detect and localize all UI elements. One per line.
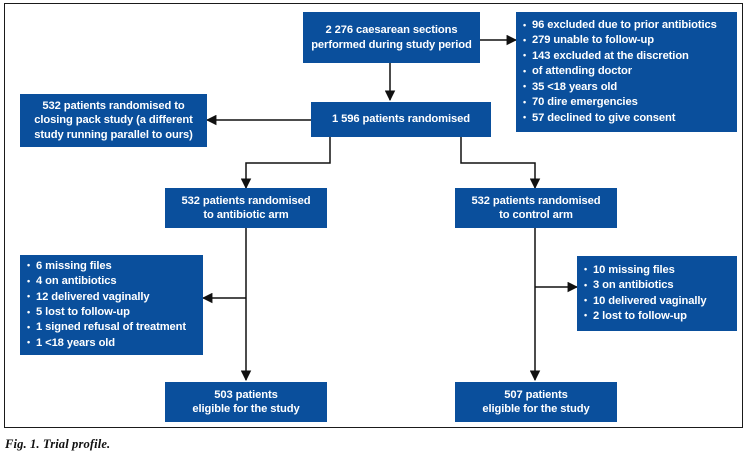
node-control-arm-line2: to control arm	[499, 209, 573, 221]
list-item: 96 excluded due to prior antibiotics	[523, 18, 731, 34]
node-randomised-line1: 1 596 patients randomised	[331, 113, 471, 126]
node-control-losses: 10 missing files 3 on antibiotics 10 del…	[577, 256, 737, 331]
node-source-line2: performed during study period	[311, 38, 472, 51]
list-item: 3 on antibiotics	[584, 278, 731, 294]
list-item: 6 missing files	[27, 258, 197, 274]
figure-caption: Fig. 1. Trial profile.	[5, 437, 111, 451]
node-source-text: 2 276 caesarean sections performed durin…	[303, 23, 480, 52]
line-randomised-to-control-arm	[460, 137, 541, 190]
node-excluded-list: 96 excluded due to prior antibiotics 279…	[516, 18, 737, 126]
node-antibiotic-eligible-line1: 503 patients	[214, 388, 278, 401]
node-closing-pack-line1: 532 patients randomised to	[42, 99, 185, 112]
node-control-eligible: 507 patients eligible for the study	[455, 382, 617, 422]
node-control-arm-line1: 532 patients randomised	[471, 194, 601, 207]
node-control-eligible-text: 507 patients eligible for the study	[455, 388, 617, 417]
list-item: 35 <18 years old	[523, 79, 731, 95]
node-antibiotic-eligible: 503 patients eligible for the study	[165, 382, 327, 422]
list-item: 70 dire emergencies	[523, 95, 731, 111]
list-item: 5 lost to follow-up	[27, 304, 197, 320]
node-closing-pack-line3: study running parallel to ours)	[34, 128, 193, 141]
list-item: 4 on antibiotics	[27, 274, 197, 290]
line-randomised-to-antibiotic-arm	[240, 137, 331, 190]
node-closing-pack-line2: closing pack study (a different	[34, 114, 193, 127]
node-excluded: 96 excluded due to prior antibiotics 279…	[516, 12, 737, 132]
node-source-line1: 2 276 caesarean sections	[325, 24, 458, 36]
node-source: 2 276 caesarean sections performed durin…	[303, 12, 480, 63]
list-item: 143 excluded at the discretion	[523, 48, 731, 64]
node-control-arm-text: 532 patients randomised to control arm	[455, 194, 617, 223]
list-item: 12 delivered vaginally	[27, 289, 197, 305]
node-antibiotic-losses-list: 6 missing files 4 on antibiotics 12 deli…	[20, 258, 203, 351]
node-closing-pack: 532 patients randomised to closing pack …	[20, 94, 207, 147]
list-item: 57 declined to give consent	[523, 110, 731, 126]
list-item-continuation-text: of attending doctor	[532, 65, 633, 78]
node-antibiotic-arm-line1: 532 patients randomised	[181, 194, 311, 207]
node-randomised-text: 1 596 patients randomised	[311, 112, 491, 127]
list-item: 279 unable to follow-up	[523, 33, 731, 49]
node-antibiotic-losses: 6 missing files 4 on antibiotics 12 deli…	[20, 255, 203, 355]
list-item: 10 delivered vaginally	[584, 293, 731, 309]
node-closing-pack-text: 532 patients randomised to closing pack …	[20, 99, 207, 143]
node-antibiotic-arm-text: 532 patients randomised to antibiotic ar…	[165, 194, 327, 223]
list-item-continuation: of attending doctor	[523, 64, 731, 80]
list-item: 1 <18 years old	[27, 335, 197, 351]
list-item: 2 lost to follow-up	[584, 308, 731, 324]
node-control-arm: 532 patients randomised to control arm	[455, 188, 617, 228]
node-randomised: 1 596 patients randomised	[311, 102, 491, 137]
list-item: 10 missing files	[584, 262, 731, 278]
list-item: 1 signed refusal of treatment	[27, 320, 197, 336]
node-antibiotic-eligible-text: 503 patients eligible for the study	[165, 388, 327, 417]
node-antibiotic-arm-line2: to antibiotic arm	[203, 209, 289, 221]
node-control-eligible-line2: eligible for the study	[482, 403, 590, 415]
node-control-losses-list: 10 missing files 3 on antibiotics 10 del…	[577, 262, 737, 325]
node-antibiotic-eligible-line2: eligible for the study	[192, 403, 300, 415]
node-antibiotic-arm: 532 patients randomised to antibiotic ar…	[165, 188, 327, 228]
node-control-eligible-line1: 507 patients	[504, 388, 568, 401]
